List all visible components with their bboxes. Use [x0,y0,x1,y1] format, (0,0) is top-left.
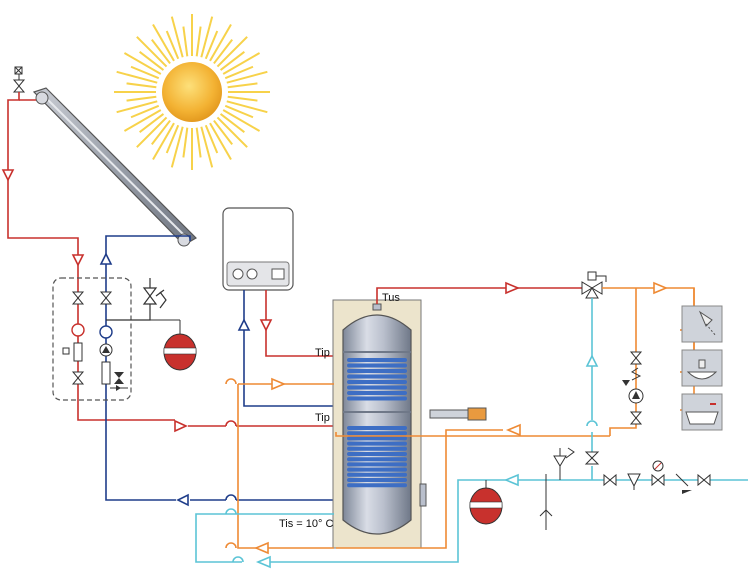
solar-flow-pipe [1,92,334,433]
sun-ray [209,23,232,62]
sun-ray [136,36,168,68]
sun-ray [165,124,180,154]
sun-ray [219,113,245,133]
sun-ray [170,126,184,168]
sun-ray [182,127,189,158]
sun-ray [200,126,214,168]
sun-ray [195,127,202,158]
boiler-icon [222,207,294,291]
sun-disc [162,62,222,122]
sun-ray [209,122,232,161]
sun-ray [195,26,202,57]
sun-ray [224,104,254,119]
safety-valve-icon [106,278,167,321]
sun-ray [227,95,258,102]
label-tus: Tus [382,292,400,304]
pipe-crossing [225,542,237,549]
sun-ray [213,39,233,65]
sun-ray [130,65,160,80]
sun-ray [136,116,168,148]
sun-ray [151,119,171,145]
sun-ray [226,100,268,114]
sun-ray [116,70,158,84]
solar-collector [32,87,197,247]
cold-water-inlet-fittings [584,451,711,494]
sun-icon [114,14,270,170]
sun-ray [123,52,162,75]
expansion-vessel-dhw [469,480,503,525]
sun-ray [219,51,245,71]
sun-ray [204,124,219,154]
sun-ray [126,82,157,89]
sun-ray [227,82,258,89]
air-vent-icon [12,66,26,93]
sun-ray [152,122,175,161]
mixing-valve-icon [581,271,607,299]
sun-ray [139,51,165,71]
boiler-return-pipe [237,290,334,407]
safety-group-icon [539,447,575,530]
sun-ray [222,52,261,75]
storage-tank [332,299,427,549]
label-tis: Tis = 10° C [279,518,333,530]
recirculation-pump-icon [622,351,644,425]
sun-ray [139,113,165,133]
sun-ray [151,39,171,65]
lower-heat-exchanger-coil [347,426,407,488]
pipe-crossing [225,378,237,385]
sun-ray [116,100,158,114]
sun-ray [170,16,184,58]
hot-water-outlet-pipe [376,281,586,304]
sun-ray [165,30,180,60]
pipe-crossing [232,556,244,563]
sun-ray [126,95,157,102]
solar-pump-station [52,277,132,401]
sun-ray [216,116,248,148]
sun-ray [152,23,175,62]
sun-ray [224,65,254,80]
solar-return-pipe [99,235,334,507]
sun-ray [226,70,268,84]
shower-icon [681,305,723,343]
electric-heater-icon [429,407,487,421]
sun-ray [216,36,248,68]
sun-ray [123,109,162,132]
bathtub-icon [681,393,723,431]
sun-ray [200,16,214,58]
sun-ray [222,109,261,132]
upper-heat-exchanger-coil [347,358,407,401]
boiler-flow-pipe [259,290,334,357]
sun-ray [182,26,189,57]
sun-ray [204,30,219,60]
cold-water-pipe [195,298,748,569]
expansion-vessel [150,319,197,371]
pipe-crossing [586,420,598,427]
label-tip-upper: Tip [315,347,330,359]
sink-icon [681,349,723,387]
sun-ray [213,119,233,145]
pipe-crossing [225,508,237,515]
label-tip-lower: Tip [315,412,330,424]
sun-ray [130,104,160,119]
